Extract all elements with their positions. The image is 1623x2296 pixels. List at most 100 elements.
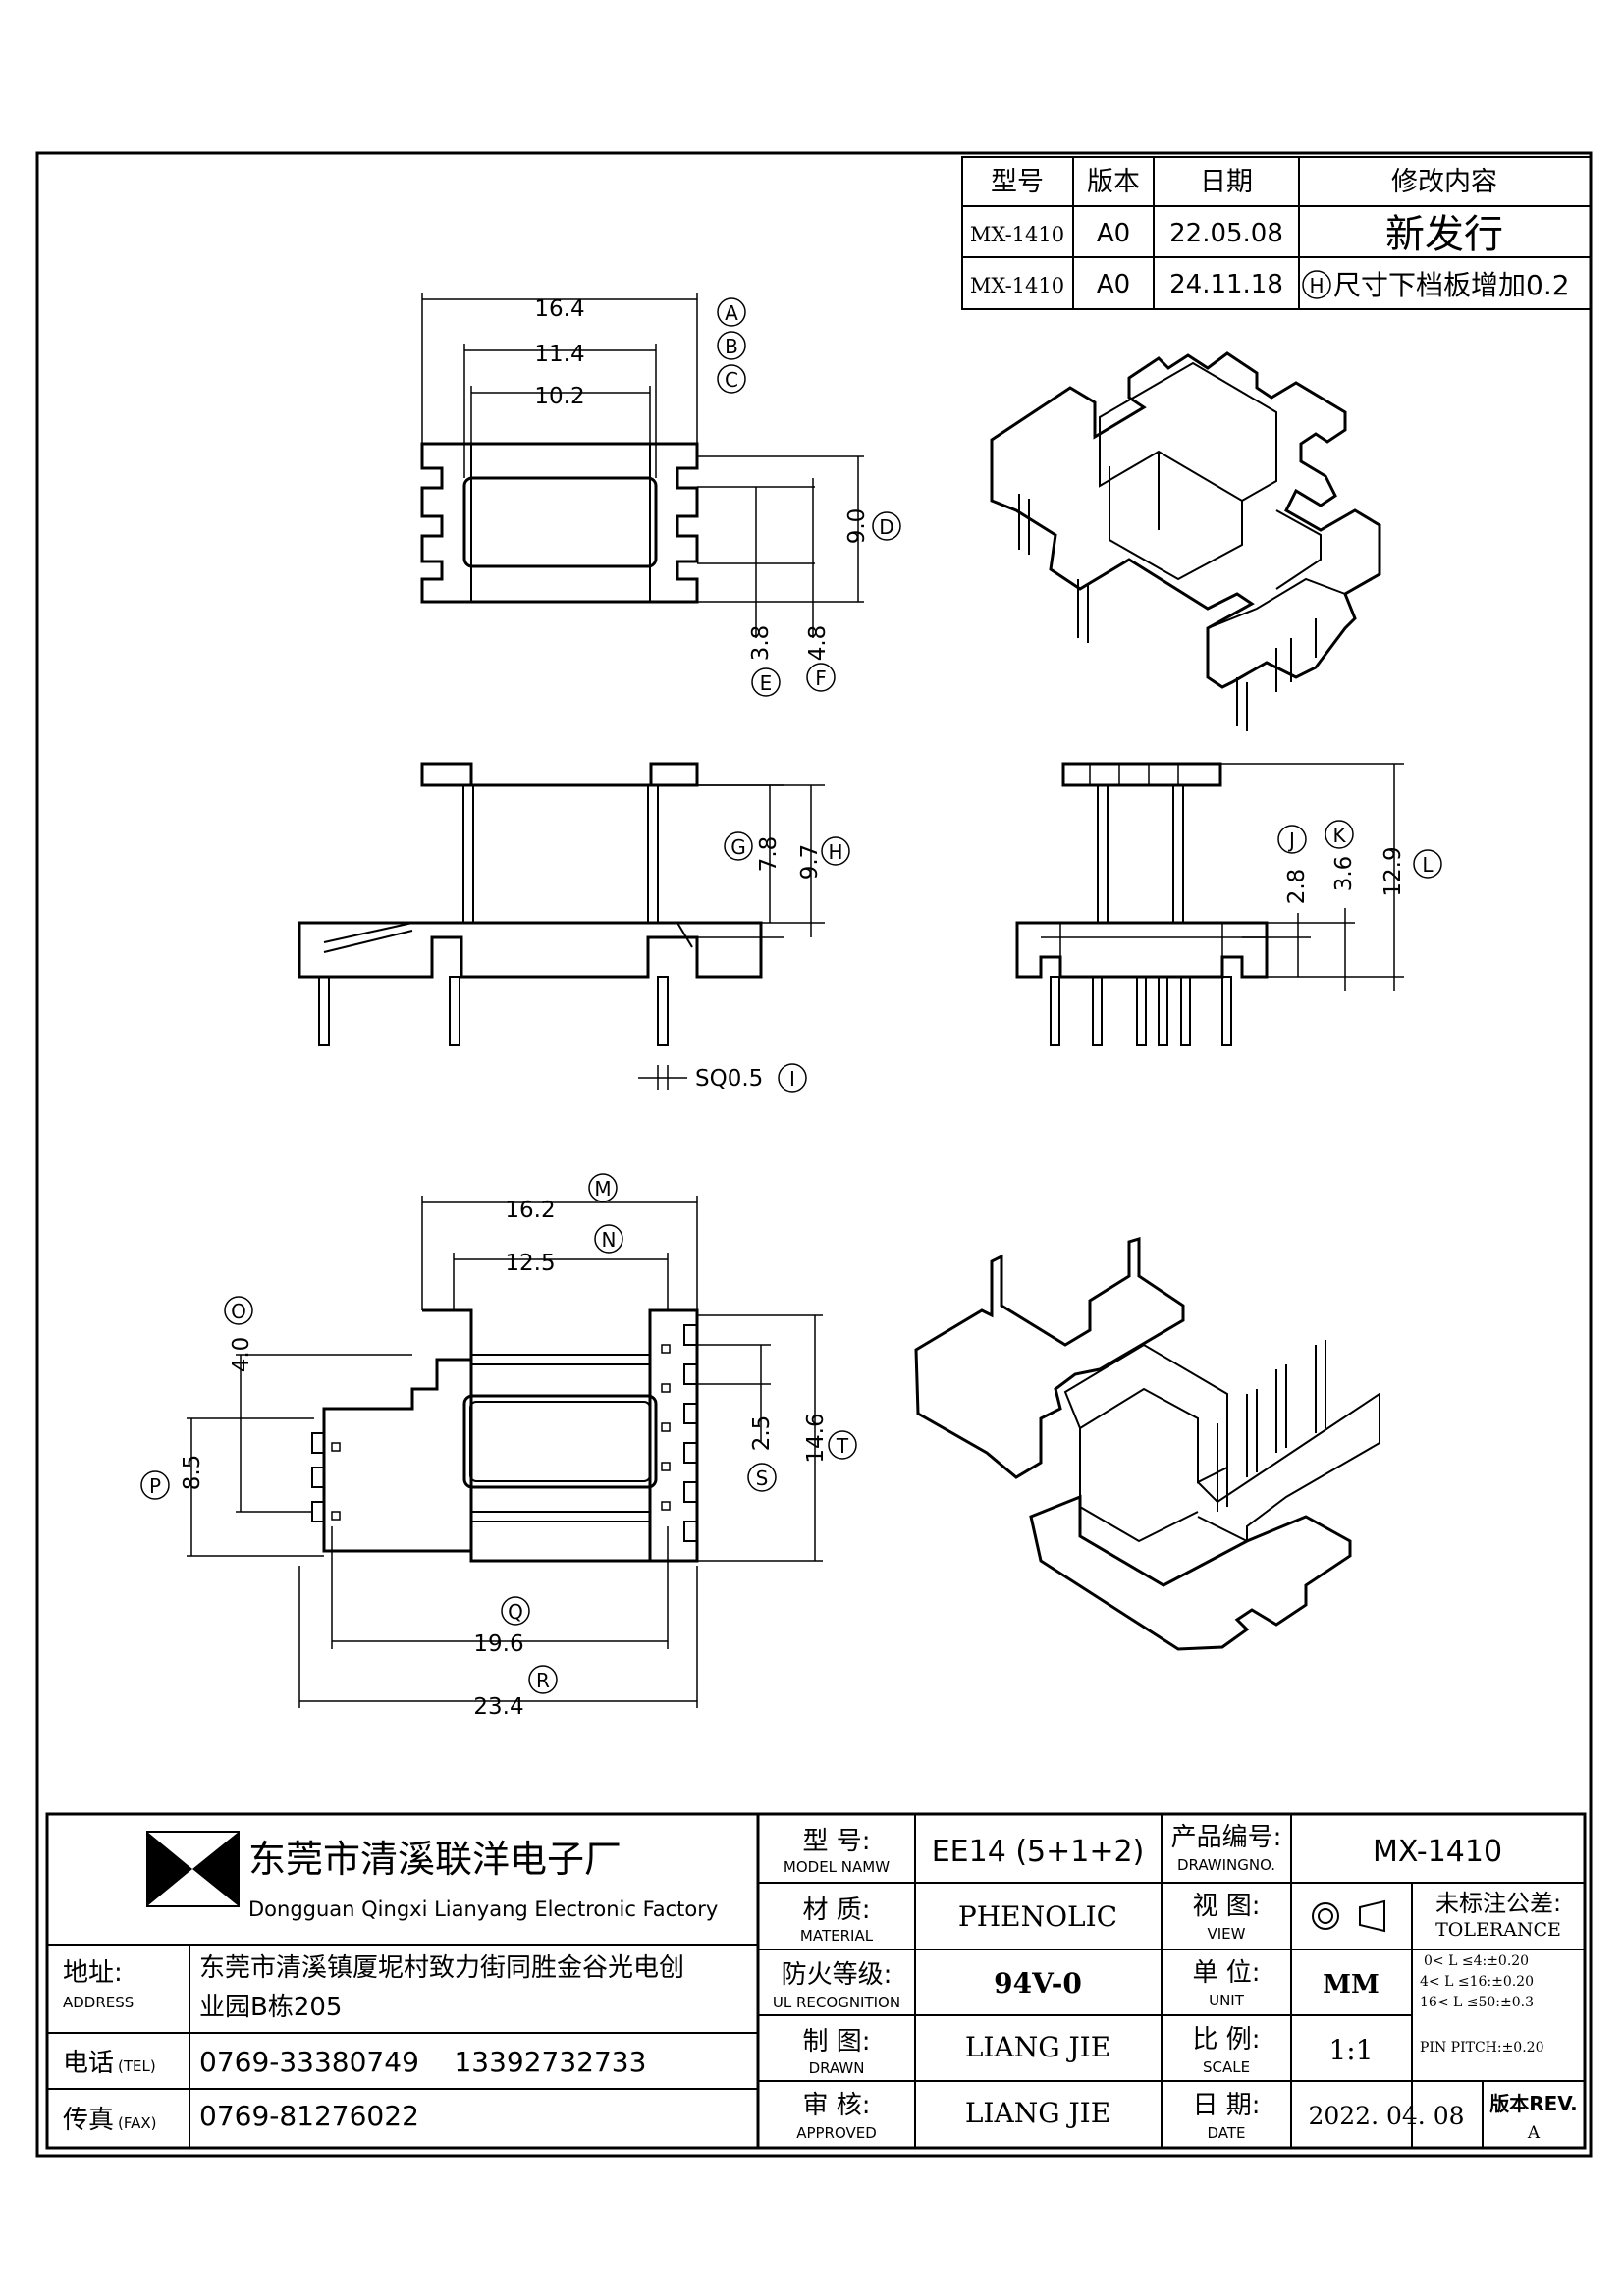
material-label-cn: 材 质:: [802, 1896, 870, 1925]
fire-value: 94V-0: [994, 1967, 1082, 2000]
dim-q-value: 19.6: [473, 1631, 523, 1657]
dim-f-value: 4.8: [805, 625, 831, 662]
rev-label: 版本REV.: [1489, 2092, 1578, 2115]
svg-text:L: L: [1422, 853, 1434, 877]
tel-label-en: (TEL): [118, 2057, 156, 2075]
dim-k-value: 3.6: [1331, 856, 1357, 892]
rev-row1-content: 新发行: [1385, 212, 1503, 257]
svg-text:C: C: [725, 368, 738, 392]
rev-row1-date: 22.05.08: [1169, 219, 1283, 248]
approved-label-en: APPROVED: [796, 2124, 877, 2142]
drawn-label-cn: 制 图:: [802, 2027, 870, 2056]
dim-p-value: 8.5: [180, 1455, 205, 1491]
unit-label-cn: 单 位:: [1192, 1958, 1260, 1988]
unit-value: MM: [1323, 1970, 1380, 2000]
address-label-cn: 地址:: [63, 1958, 123, 1988]
address-label-en: ADDRESS: [63, 1994, 134, 2011]
model-value: EE14 (5+1+2): [932, 1835, 1145, 1869]
dim-s-value: 2.5: [749, 1415, 775, 1452]
rev-row2-marker: H: [1309, 274, 1324, 297]
dim-b-value: 11.4: [534, 342, 584, 367]
top-view: 16.4 11.4 10.2 A B C 9.0 D 3.8 4.8 E F: [420, 293, 901, 697]
bottom-view: 16.2 12.5 M N 4.0 8.5 O P 19.6 23.4 Q R …: [140, 1173, 857, 1720]
tolerance-line-2: 4< L ≤16:±0.20: [1420, 1974, 1534, 1990]
svg-text:F: F: [815, 667, 827, 690]
dim-t-value: 14.6: [803, 1413, 829, 1463]
scale-label-cn: 比 例:: [1192, 2025, 1260, 2055]
rev-header-date: 日期: [1200, 167, 1253, 197]
fire-label-en: UL RECOGNITION: [773, 1994, 900, 2011]
drawn-label-en: DRAWN: [809, 2059, 865, 2077]
drawing-no-label-cn: 产品编号:: [1171, 1823, 1282, 1852]
fax-value: 0769-81276022: [199, 2100, 419, 2132]
material-label-en: MATERIAL: [800, 1927, 874, 1945]
tolerance-title-cn: 未标注公差:: [1435, 1890, 1561, 1917]
tel-value: 0769-33380749 13392732733: [199, 2046, 646, 2078]
fire-label-cn: 防火等级:: [782, 1960, 893, 1990]
fax-label-cn: 传真: [63, 2106, 114, 2135]
front-view: 7.8 9.7 G H SQ0.5 I: [298, 762, 850, 1093]
svg-text:P: P: [149, 1474, 161, 1498]
isometric-view-bottom: [914, 1236, 1380, 1651]
svg-text:M: M: [594, 1177, 611, 1201]
scale-label-en: SCALE: [1203, 2058, 1250, 2076]
address-line2: 业园B栋205: [199, 1993, 342, 2022]
projection-circle-inner: [1318, 1908, 1333, 1924]
tolerance-title-en: TOLERANCE: [1435, 1919, 1561, 1941]
material-value: PHENOLIC: [958, 1900, 1117, 1933]
svg-text:A: A: [725, 301, 738, 325]
dim-n-value: 12.5: [505, 1251, 555, 1276]
rev-header-version: 版本: [1087, 167, 1140, 197]
projection-circle-outer: [1312, 1902, 1339, 1930]
fax-label-en: (FAX): [118, 2114, 157, 2132]
svg-text:J: J: [1287, 828, 1295, 852]
company-name-cn: 东莞市清溪联洋电子厂: [248, 1838, 622, 1881]
view-label-en: VIEW: [1208, 1925, 1246, 1943]
tolerance-line-1: 0< L ≤4:±0.20: [1424, 1953, 1529, 1969]
dim-l-value: 12.9: [1380, 846, 1406, 896]
rev-row2-version: A0: [1097, 270, 1130, 299]
company-name-en: Dongguan Qingxi Lianyang Electronic Fact…: [248, 1897, 718, 1921]
dim-h-value: 9.7: [797, 844, 823, 881]
isometric-view-top: [990, 351, 1381, 731]
drawing-no-label-en: DRAWINGNO.: [1177, 1856, 1275, 1874]
svg-text:G: G: [730, 835, 746, 859]
approved-label-cn: 审 核:: [802, 2091, 870, 2120]
svg-text:E: E: [760, 671, 773, 695]
dim-m-value: 16.2: [505, 1198, 555, 1223]
svg-text:D: D: [879, 515, 893, 539]
svg-text:Q: Q: [508, 1600, 523, 1624]
projection-cone-icon: [1359, 1899, 1385, 1933]
approved-value: LIANG JIE: [965, 2097, 1110, 2129]
svg-text:N: N: [602, 1228, 617, 1252]
scale-value: 1:1: [1328, 2034, 1373, 2066]
dim-j-value: 2.8: [1284, 869, 1310, 905]
drawn-value: LIANG JIE: [965, 2031, 1110, 2063]
revision-table: 型号 版本 日期 修改内容 MX-1410 A0 22.05.08 新发行 MX…: [961, 156, 1592, 310]
dim-r-value: 23.4: [473, 1694, 523, 1720]
date-label-en: DATE: [1207, 2124, 1245, 2142]
svg-text:R: R: [536, 1669, 550, 1692]
rev-row1-model: MX-1410: [970, 223, 1064, 246]
unit-label-en: UNIT: [1209, 1992, 1245, 2009]
tolerance-line-4: PIN PITCH:±0.20: [1420, 2040, 1543, 2056]
svg-text:I: I: [789, 1067, 795, 1091]
view-label-cn: 视 图:: [1192, 1892, 1260, 1921]
date-label-cn: 日 期:: [1192, 2091, 1260, 2120]
dim-d-value: 9.0: [844, 508, 870, 545]
rev-header-content: 修改内容: [1391, 167, 1497, 197]
tolerance-line-3: 16< L ≤50:±0.3: [1420, 1995, 1534, 2010]
svg-text:H: H: [828, 840, 842, 864]
svg-text:K: K: [1332, 824, 1346, 847]
rev-row2-model: MX-1410: [970, 274, 1064, 297]
rev-value: A: [1527, 2123, 1541, 2143]
rev-header-model: 型号: [991, 167, 1044, 197]
dim-g-value: 7.8: [756, 836, 782, 873]
date-value: 2022. 04. 08: [1308, 2102, 1464, 2130]
dim-e-value: 3.8: [748, 625, 774, 662]
side-view: 2.8 3.6 12.9 J K L: [1015, 762, 1442, 1046]
drawing-border: [35, 151, 1593, 2158]
svg-text:B: B: [725, 335, 738, 358]
dim-o-value: 4.0: [229, 1337, 254, 1373]
